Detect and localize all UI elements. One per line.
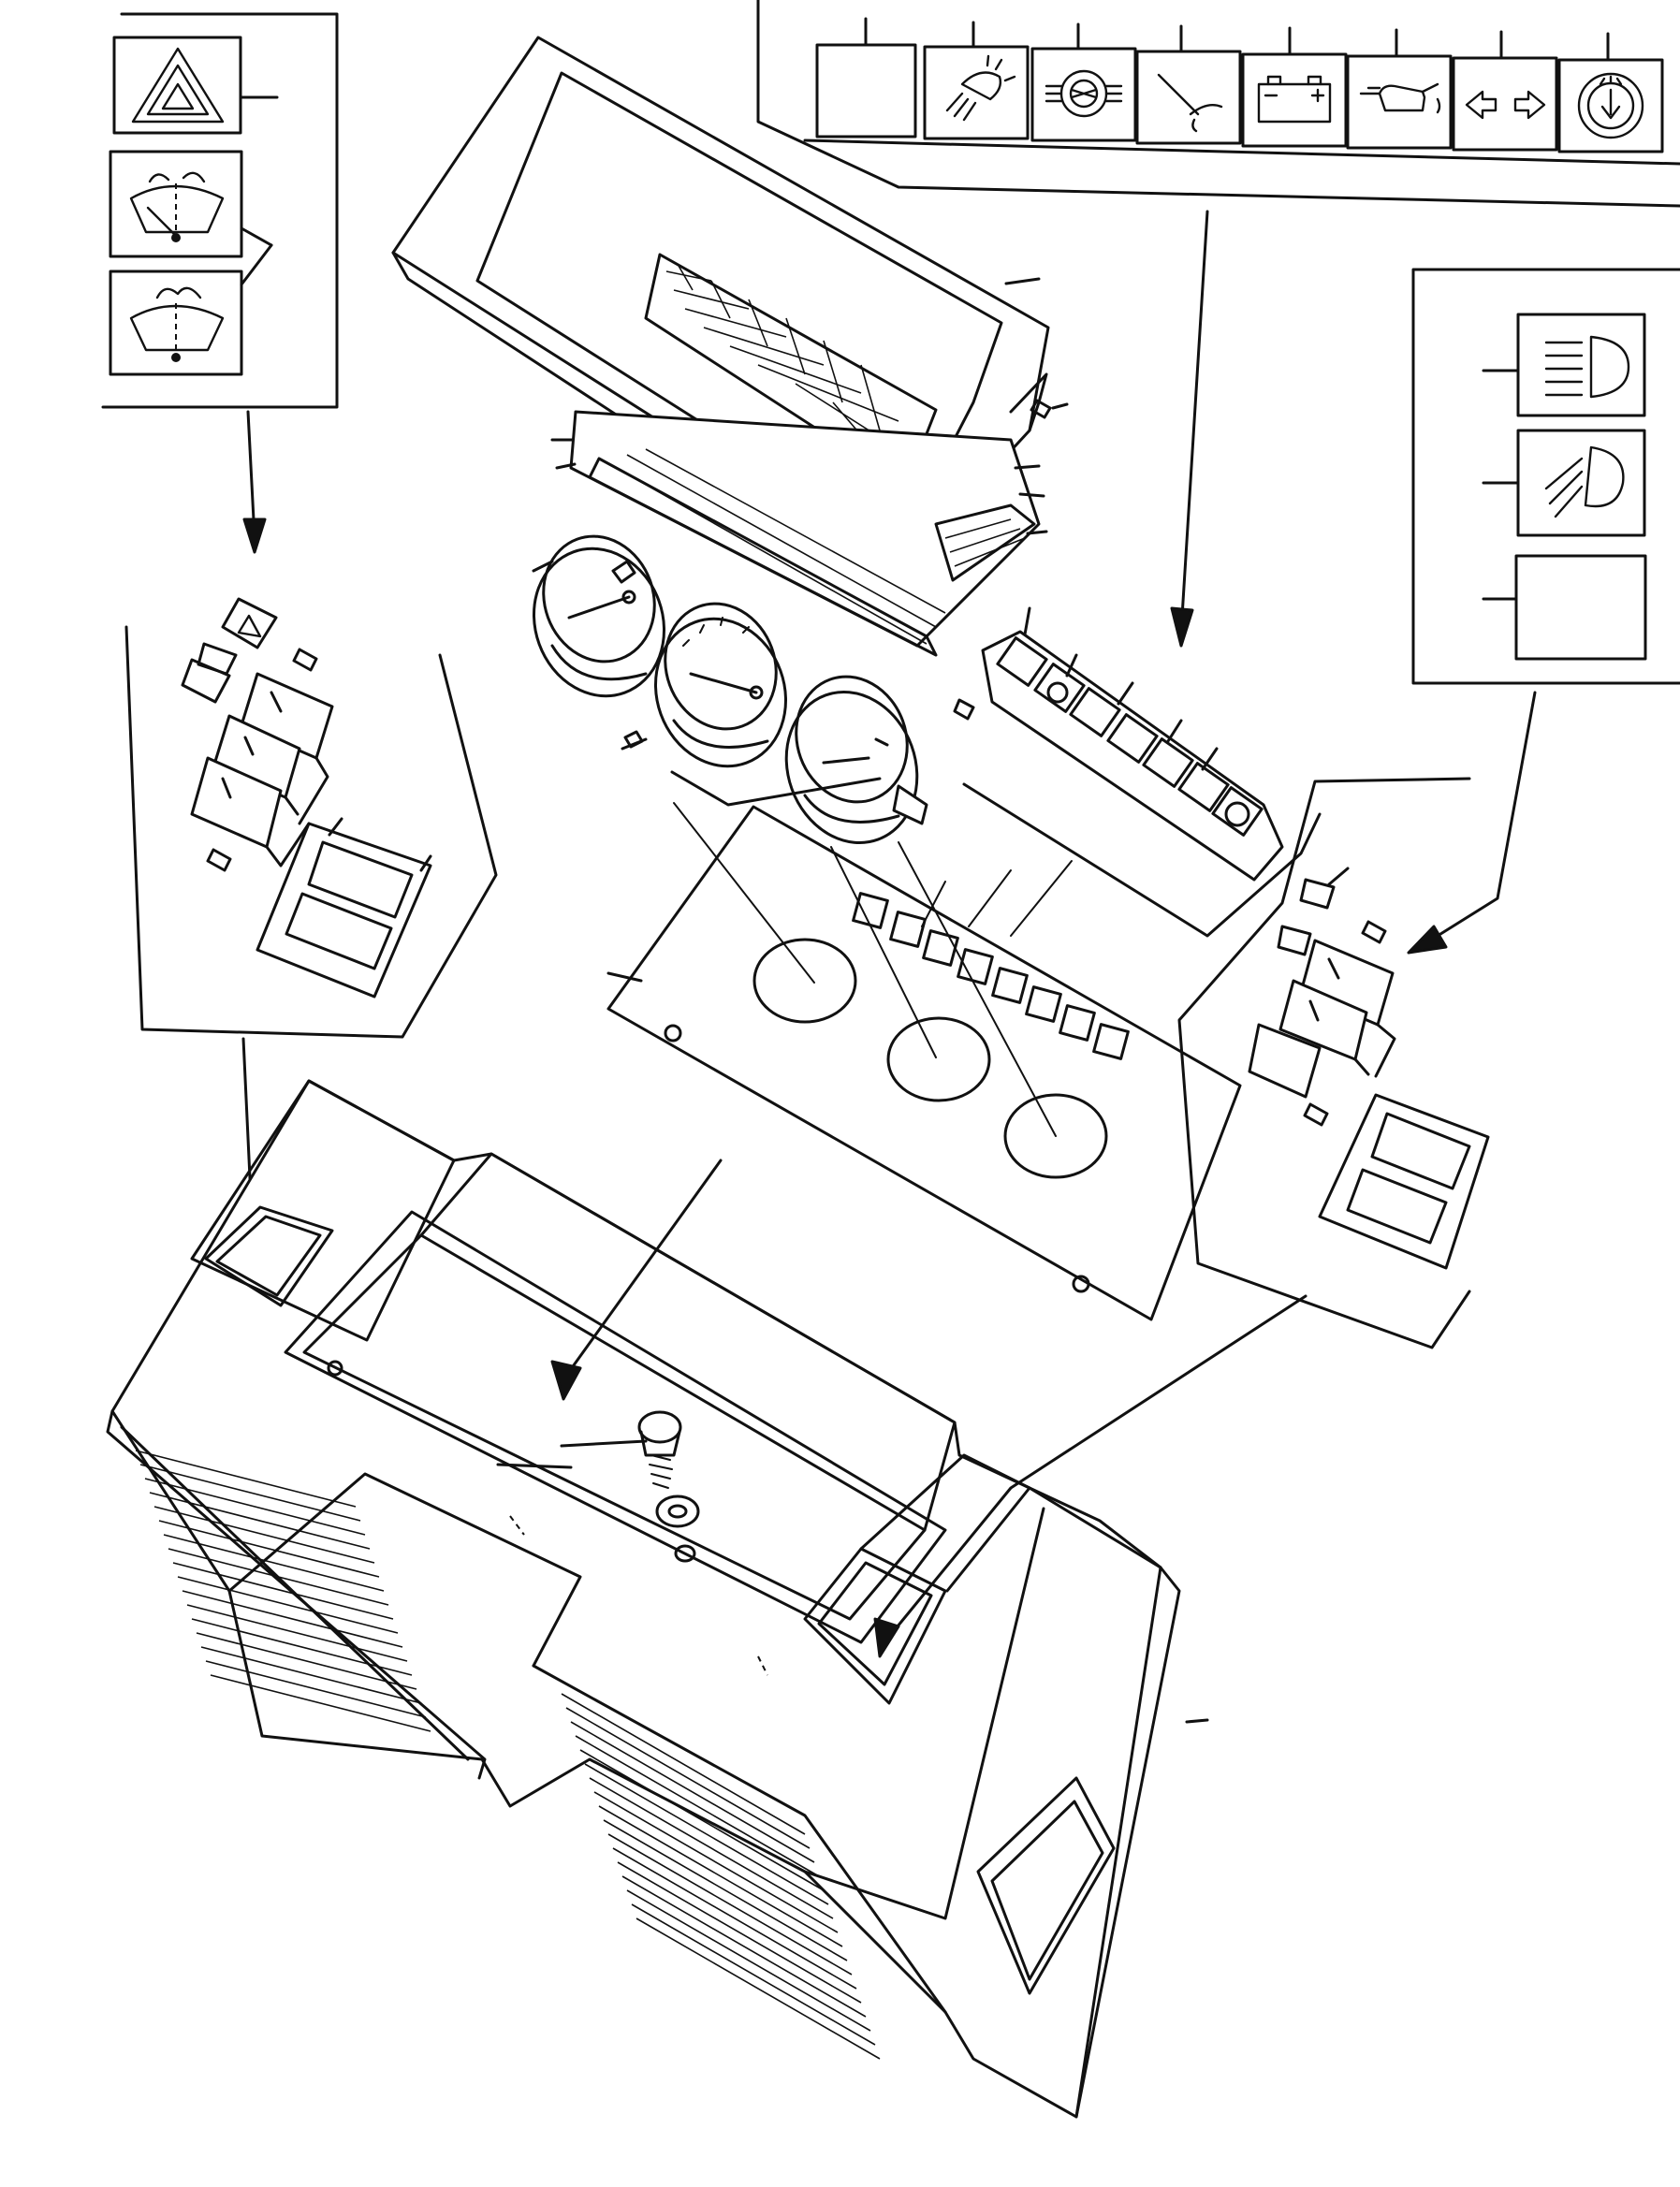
headlight-dipped-beam-icon <box>1482 429 1646 537</box>
brake-warning-icon <box>1030 22 1137 142</box>
right-legend-symbols <box>1482 313 1647 661</box>
oil-pressure-icon <box>1346 28 1453 150</box>
warning-lamp-row <box>953 606 1284 882</box>
dashboard-housing <box>106 1079 1209 2119</box>
windshield-wiper-icon <box>109 150 273 258</box>
gauge-speedometer-center <box>653 602 788 768</box>
right-switch-group <box>1177 777 1490 1349</box>
right-legend-frame <box>1411 268 1680 685</box>
air-filter-icon <box>1557 32 1664 153</box>
left-hazard-switch-cap <box>221 597 278 649</box>
arrowhead-right-legend <box>1407 925 1448 955</box>
right-vent-grille <box>561 1693 881 2060</box>
mounting-bolt <box>637 1410 700 1563</box>
battery-charge-icon <box>1241 26 1348 148</box>
left-group-screws <box>206 648 318 872</box>
leader-line-left-legend <box>246 410 256 540</box>
gauge-tachometer-right <box>784 675 928 844</box>
side-access-panel <box>976 1776 1116 1995</box>
work-light-icon <box>923 21 1030 140</box>
turn-signal-icon <box>1452 30 1558 152</box>
hazard-warning-icon <box>112 36 279 135</box>
top-legend-frame <box>756 0 1680 208</box>
right-rocker-switches <box>1248 939 1396 1099</box>
fuel-gauge-icon <box>1135 24 1242 145</box>
right-group-screws <box>1303 920 1387 1127</box>
circuit-board-strip <box>550 410 1048 657</box>
blank-symbol <box>1482 554 1647 661</box>
arrowhead-right-recess <box>873 1617 900 1658</box>
gauge-face-plate <box>606 802 1242 1321</box>
leader-line-right-legend <box>1421 691 1537 947</box>
arrowhead-left-legend <box>242 518 267 554</box>
arrowhead-top-legend <box>1170 606 1194 648</box>
left-rocker-switches <box>190 672 334 868</box>
visor-screw <box>1030 399 1069 419</box>
headlight-main-beam-icon <box>1482 313 1646 417</box>
leader-line-right-recess <box>883 1294 1307 1644</box>
left-vent-grille <box>120 1425 470 1761</box>
gauge-fuel-left <box>532 534 666 698</box>
leader-line-center <box>564 1159 723 1378</box>
lamp-row-screw <box>953 698 975 721</box>
windshield-washer-icon <box>109 243 273 376</box>
arrowhead-center <box>550 1360 582 1401</box>
right-switch-cap-small <box>1277 867 1350 956</box>
left-switch-bezel <box>256 817 432 999</box>
leader-line-top-legend <box>1179 210 1209 634</box>
blank-symbol <box>815 17 917 139</box>
left-switch-cap-small <box>181 642 238 704</box>
top-legend-symbols <box>815 17 1664 153</box>
gauge-cluster <box>532 534 928 844</box>
left-legend-frame <box>101 12 339 409</box>
left-legend-symbols <box>109 36 279 376</box>
right-switch-bezel <box>1318 1093 1490 1270</box>
left-switch-group <box>124 597 498 1291</box>
